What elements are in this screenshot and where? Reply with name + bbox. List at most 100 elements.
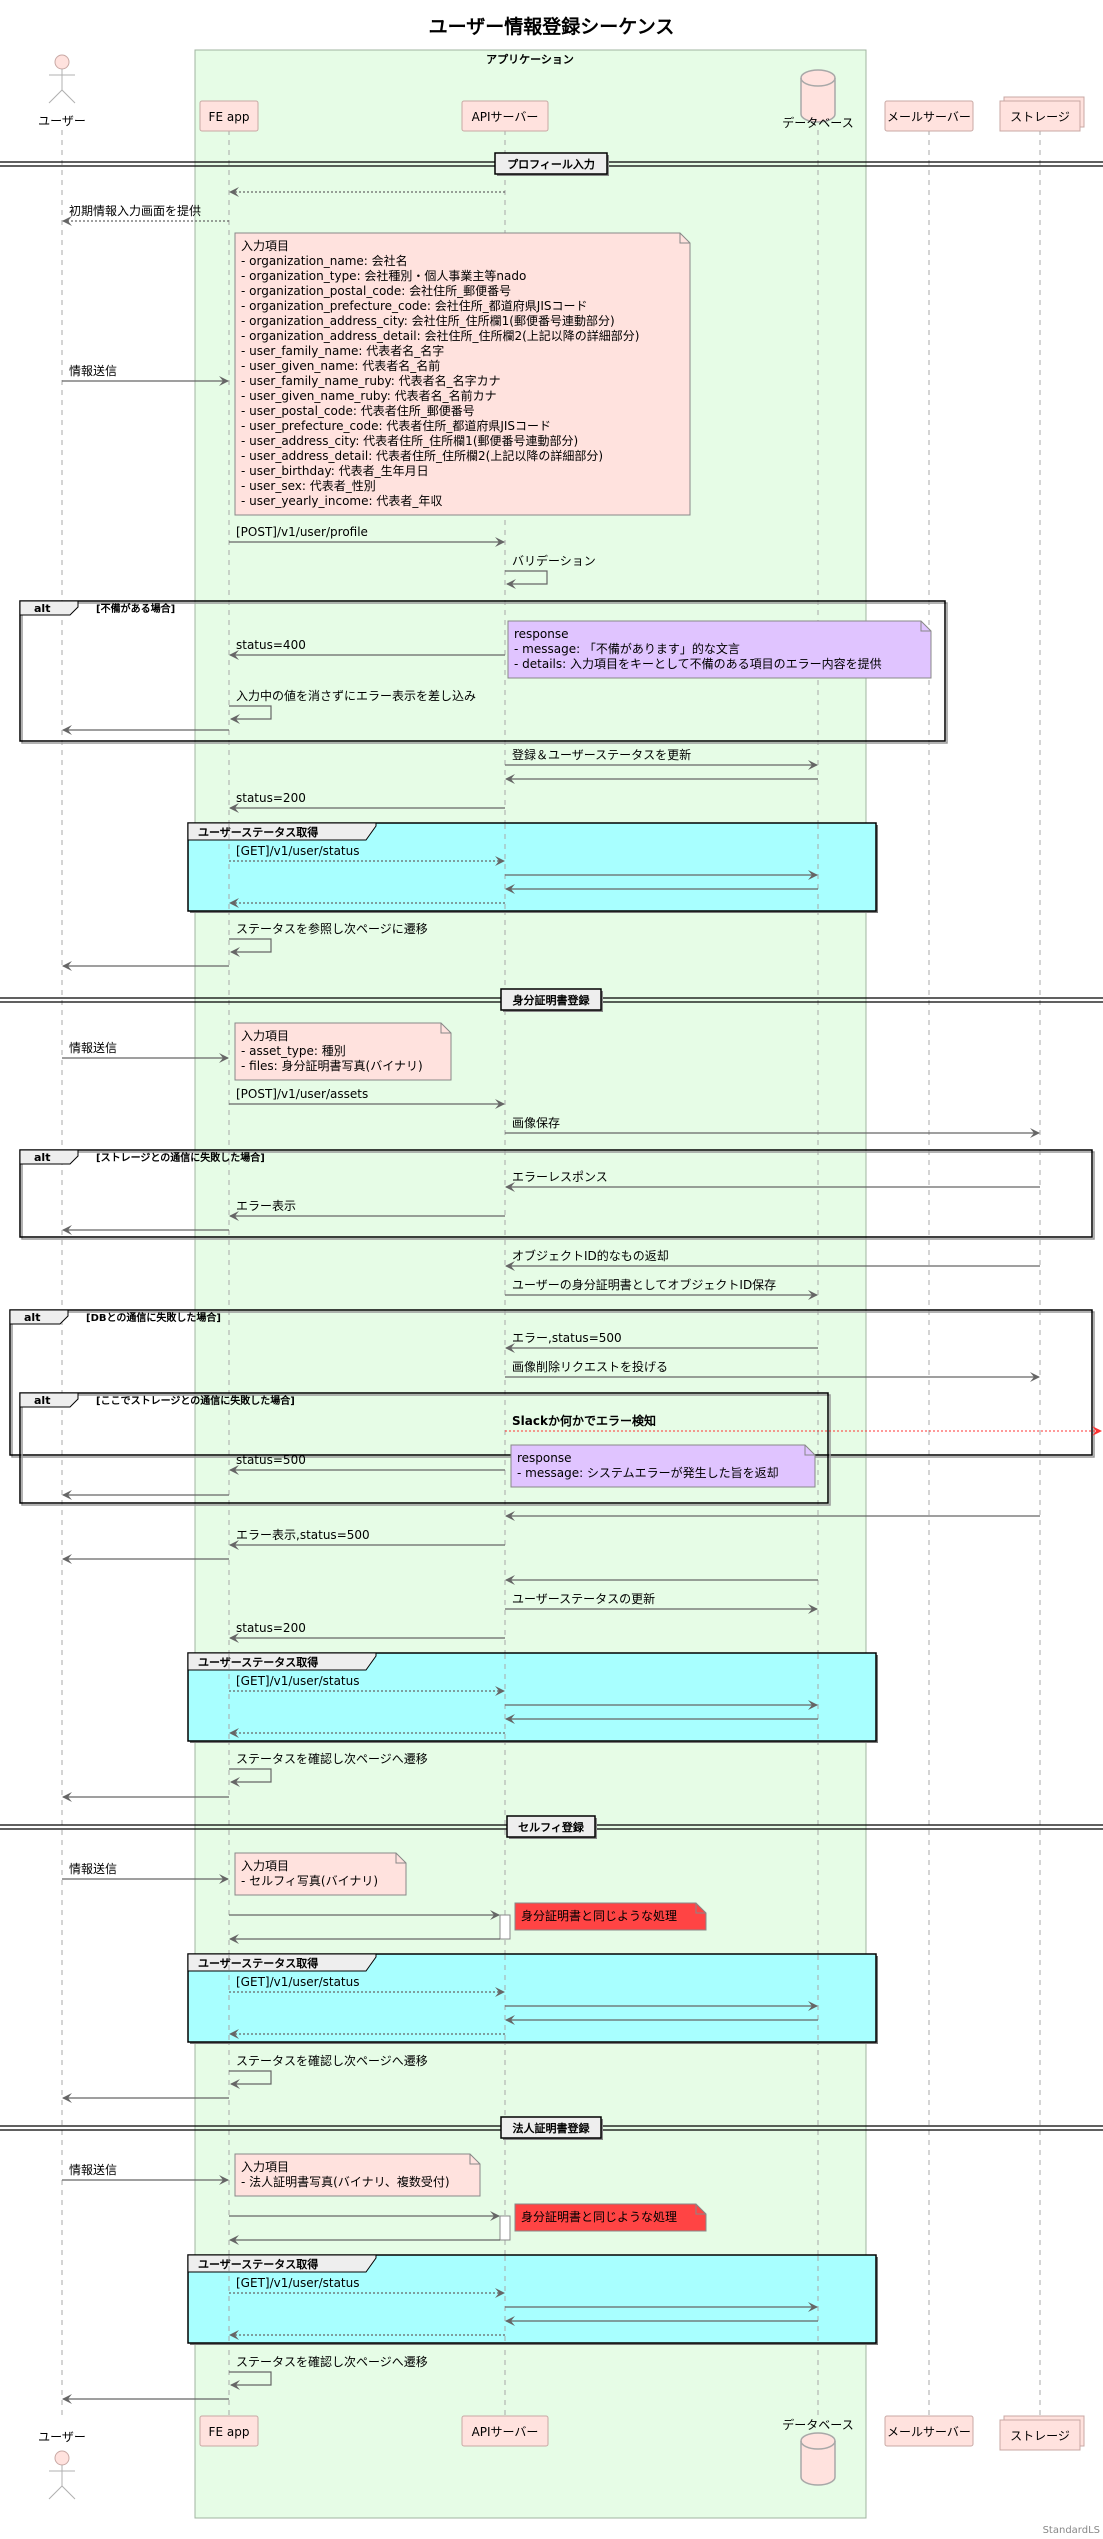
participant-storage: ストレージ	[999, 2415, 1085, 2451]
arrow-line	[229, 938, 272, 957]
frame-border	[19, 1392, 829, 1504]
save-image: 画像保存	[505, 1116, 1040, 1138]
frame-tab	[187, 2254, 377, 2273]
arrow-line	[229, 2371, 272, 2390]
frame-keyword: alt	[34, 602, 50, 615]
update-user-status: ユーザーステータスの更新	[505, 1591, 818, 1614]
status-200: status=200	[229, 791, 505, 813]
note-line: 入力項目	[241, 1029, 289, 1043]
participant-label: メールサーバー	[887, 110, 971, 124]
note-fold	[804, 1445, 815, 1456]
frame-label: ユーザーステータス取得	[198, 2257, 318, 2271]
message-label: 画像保存	[512, 1116, 560, 1130]
get-status-request: [GET]/v1/user/status	[229, 2276, 505, 2298]
message-label: 情報送信	[69, 1861, 117, 1876]
note-line: - organization_address_detail: 会社住所_住所欄2…	[241, 328, 640, 343]
note-fold	[679, 233, 690, 244]
group-user-status-fetch: ユーザーステータス取得	[187, 2254, 878, 2345]
next-page-transition: ステータスを確認し次ページへ遷移	[229, 1751, 428, 1787]
note-asset-inputs: 入力項目- asset_type: 種別- files: 身分証明書写真(バイナ…	[234, 1022, 452, 1081]
note-fold	[469, 2154, 480, 2165]
note-selfie-inputs: 入力項目- セルフィ写真(バイナリ)	[234, 1852, 407, 1896]
frame-keyword: alt	[34, 1394, 50, 1407]
divider-label: 法人証明書登録	[513, 2121, 591, 2135]
participant-box	[999, 100, 1081, 132]
message-label: 登録＆ユーザーステータスを更新	[512, 747, 691, 762]
note-fold	[395, 1853, 406, 1864]
message-label: ステータスを参照し次ページに遷移	[236, 921, 428, 936]
message-label: エラー表示	[236, 1199, 296, 1213]
divider-box	[494, 152, 608, 175]
message-label: 画像削除リクエストを投げる	[512, 1359, 668, 1374]
participant-box	[999, 2419, 1081, 2451]
participant-box	[884, 2415, 974, 2447]
frame-condition: [ここでストレージとの通信に失敗した場合]	[96, 1394, 295, 1407]
delete-image-request: 画像削除リクエストを投げる	[505, 1359, 1040, 1382]
participant-label: FE app	[209, 2425, 250, 2439]
frame-keyword: alt	[34, 1151, 50, 1164]
frame-keyword: alt	[24, 1311, 40, 1324]
actor-legs	[48, 89, 76, 104]
frame-label: ユーザーステータス取得	[198, 825, 318, 839]
participant-mail: メールサーバー	[884, 100, 974, 132]
footer-label: StandardLS	[1043, 2525, 1100, 2536]
frame-tab	[19, 1149, 79, 1165]
participant-mail: メールサーバー	[884, 2415, 974, 2447]
message-label: ステータスを確認し次ページへ遷移	[236, 2053, 428, 2068]
note-box	[234, 1852, 407, 1896]
post-profile: [POST]/v1/user/profile	[229, 525, 505, 547]
error-display-500: エラー表示,status=500	[229, 1528, 505, 1550]
frame-shadow	[21, 1394, 831, 1506]
diagram-title: ユーザー情報登録シーケンス	[429, 15, 675, 38]
frame-condition: [ストレージとの通信に失敗した場合]	[96, 1151, 265, 1164]
frame-label: ユーザーステータス取得	[198, 1956, 318, 1970]
divider-label: プロフィール入力	[507, 157, 595, 171]
note-line: - user_birthday: 代表者_生年月日	[241, 464, 429, 478]
actor-head-icon	[54, 2450, 70, 2466]
participant-label: ユーザー	[38, 2430, 86, 2444]
validation: バリデーション	[505, 553, 596, 589]
frame-tab	[187, 822, 377, 841]
note-response-400: response- message: 「不備があります」的な文言- detail…	[507, 620, 932, 679]
frame-shadow	[21, 602, 948, 744]
note-line: - organization_prefecture_code: 会社住所_都道府…	[241, 298, 588, 313]
frame-shadow	[21, 1151, 1095, 1240]
note-line: - message: 「不備があります」的な文言	[514, 641, 740, 656]
get-status-request: [GET]/v1/user/status	[229, 1674, 505, 1696]
note-box	[510, 1444, 816, 1488]
participant-api: APIサーバー	[461, 100, 549, 132]
note-line: - organization_type: 会社種別・個人事業主等nado	[241, 268, 526, 283]
note-line: - files: 身分証明書写真(バイナリ)	[241, 1058, 423, 1073]
note-same-processing: 身分証明書と同じような処理	[514, 2203, 707, 2232]
note-same-processing: 身分証明書と同じような処理	[514, 1902, 707, 1931]
note-fold	[920, 621, 931, 632]
participant-label: データベース	[782, 115, 853, 130]
arrow-line	[229, 2070, 272, 2089]
section-corporate-cert: 法人証明書登録	[0, 2116, 1103, 2140]
provide-initial-screen: 初期情報入力画面を提供	[62, 203, 229, 226]
status-400: status=400	[229, 638, 505, 660]
frame-tab	[187, 1652, 377, 1671]
message-label: 情報送信	[69, 2162, 117, 2177]
message-label: [POST]/v1/user/assets	[236, 1087, 368, 1101]
activation-bar	[499, 1914, 511, 1940]
frame-label: ユーザーステータス取得	[198, 1655, 318, 1669]
note-line: 入力項目	[241, 239, 289, 253]
note-line: - 法人証明書写真(バイナリ、複数受付)	[241, 2174, 450, 2189]
frame-tab	[9, 1309, 69, 1325]
note-line: - user_family_name: 代表者名_名字	[241, 343, 444, 358]
note-box	[234, 1022, 452, 1081]
frame-border	[187, 1652, 877, 1742]
note-corp-inputs: 入力項目- 法人証明書写真(バイナリ、複数受付)	[234, 2153, 481, 2197]
message-label: 入力中の値を消さずにエラー表示を差し込み	[236, 688, 476, 703]
note-line: response	[517, 1451, 572, 1465]
note-line: - user_prefecture_code: 代表者住所_都道府県JISコード	[241, 418, 551, 433]
message-label: [POST]/v1/user/profile	[236, 525, 368, 539]
message-label: [GET]/v1/user/status	[236, 2276, 360, 2290]
divider-label: 身分証明書登録	[513, 993, 591, 1007]
message-label: status=200	[236, 1621, 306, 1635]
note-line: - details: 入力項目をキーとして不備のある項目のエラー内容を提供	[514, 656, 882, 671]
note-line: - user_address_city: 代表者住所_住所欄1(郵便番号連動部分…	[241, 433, 578, 448]
message-label: 初期情報入力画面を提供	[69, 203, 201, 218]
get-status-request: [GET]/v1/user/status	[229, 844, 505, 866]
